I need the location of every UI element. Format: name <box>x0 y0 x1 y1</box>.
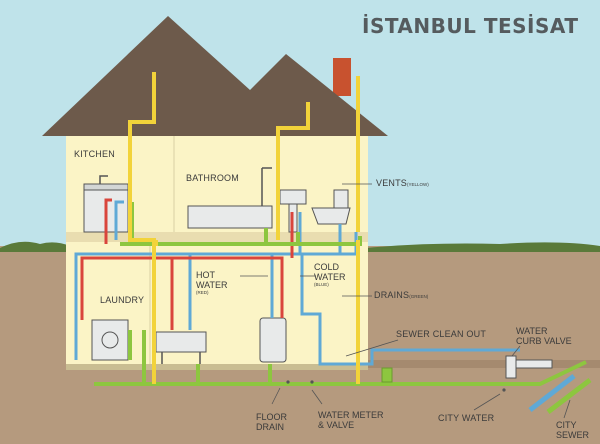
washer-door <box>101 331 119 349</box>
label-water-curb-valve-line2: CURB VALVE <box>516 336 572 346</box>
label-cold-water-line1: COLD <box>314 262 340 272</box>
label-cold-water: COLD WATER (BLUE) <box>314 262 346 288</box>
grass-left <box>0 241 70 252</box>
label-hot-water-line1: HOT <box>196 270 215 280</box>
label-floor-drain-line1: FLOOR <box>256 412 288 422</box>
laundry-tub <box>155 331 207 353</box>
label-city-water: CITY WATER <box>438 413 495 423</box>
vent-pipes <box>128 72 360 384</box>
bathroom-sink <box>279 189 307 205</box>
city-water-main <box>528 374 576 412</box>
label-water-curb-valve-line1: WATER <box>516 326 548 336</box>
label-floor-drain-line2: DRAIN <box>256 422 285 432</box>
roof <box>42 16 388 136</box>
label-hot-water-sub: (RED) <box>196 290 209 295</box>
callout-arrows <box>286 380 506 392</box>
label-hot-water-line2: WATER <box>196 280 228 290</box>
label-city-sewer-line1: CITY <box>556 420 577 430</box>
water-curb-valve <box>505 355 517 379</box>
label-vents-text: VENTS <box>376 178 408 188</box>
kitchen-faucet <box>99 175 108 184</box>
label-water-meter-line1: WATER METER <box>318 410 384 420</box>
grass-right <box>366 242 600 252</box>
city-sewer-main <box>546 378 592 414</box>
bathtub <box>187 205 273 229</box>
page-title: İSTANBUL TESİSAT <box>362 14 579 38</box>
label-cold-water-sub: (BLUE) <box>314 282 329 287</box>
chimney <box>333 58 351 96</box>
label-kitchen: KITCHEN <box>74 149 115 159</box>
label-drains-sub: (GREEN) <box>409 294 429 299</box>
label-water-curb-valve: WATER CURB VALVE <box>516 326 572 346</box>
label-floor-drain: FLOOR DRAIN <box>256 412 287 432</box>
yard-strip <box>366 360 600 368</box>
toilet-bowl <box>311 207 351 225</box>
hot-water-pipes <box>80 198 294 330</box>
label-vents: VENTS(YELLOW) <box>376 179 429 188</box>
label-drains-text: DRAINS <box>374 290 410 300</box>
basement-floor <box>66 364 368 370</box>
label-city-sewer: CITY SEWER <box>556 420 589 440</box>
label-water-meter: WATER METER & VALVE <box>318 410 384 430</box>
washing-machine <box>91 319 129 361</box>
water-heater <box>259 317 287 363</box>
cold-water-pipes <box>74 200 520 366</box>
label-city-sewer-line2: SEWER <box>556 430 590 440</box>
label-hot-water: HOT WATER (RED) <box>196 270 228 296</box>
label-water-meter-line2: & VALVE <box>318 420 355 430</box>
shower-pipe <box>261 167 272 206</box>
label-laundry: LAUNDRY <box>100 295 145 305</box>
kitchen-counter <box>83 183 129 191</box>
label-sewer-clean-out: SEWER CLEAN OUT <box>396 329 487 339</box>
toilet-tank <box>333 189 349 209</box>
floor-slab <box>66 232 368 242</box>
label-vents-sub: (YELLOW) <box>407 182 429 187</box>
callout-lines <box>240 183 571 419</box>
sewer-clean-out <box>381 367 393 383</box>
label-cold-water-line2: WATER <box>314 272 346 282</box>
label-drains: DRAINS(GREEN) <box>374 291 428 300</box>
label-bathroom: BATHROOM <box>186 173 239 183</box>
